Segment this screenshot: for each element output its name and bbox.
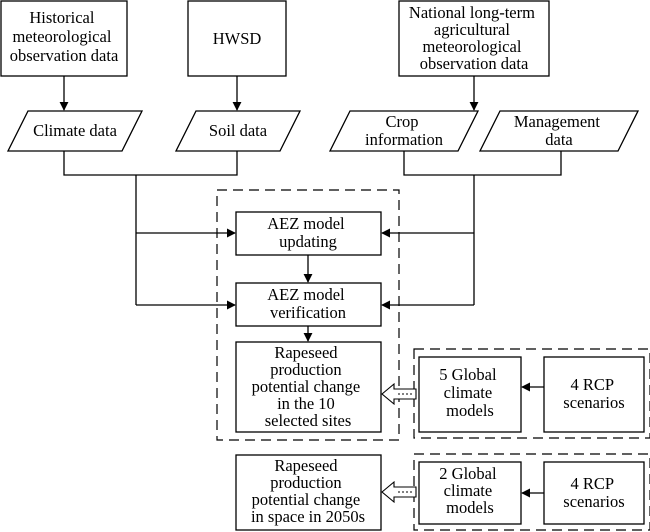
node-hwsd: HWSD (187, 0, 287, 77)
node-gcm-5: 5 Global climate models (418, 356, 522, 433)
node-rapeseed-sites: Rapeseed production potential change in … (235, 341, 382, 433)
svg-text:4 RCP scenarios: 4 RCP scenarios (563, 474, 624, 511)
svg-text:AEZ model verification: AEZ model verification (267, 285, 349, 322)
svg-text:Management data: Management data (514, 112, 604, 149)
connector-left-merge (63, 151, 238, 176)
node-rapeseed-space: Rapeseed production potential change in … (235, 454, 382, 531)
svg-text:5 Global climate m: 5 Global climate models (439, 365, 500, 420)
node-aez-verification: AEZ model verification (235, 282, 382, 327)
node-rcp-b: 4 RCP scenarios (543, 461, 645, 525)
node-management-data: Management data (478, 110, 640, 152)
svg-text:Climate data: Climate data (33, 121, 118, 140)
aez-group-frame (216, 189, 400, 441)
svg-text:Rapeseed production: Rapeseed production potential change in … (251, 456, 365, 526)
hollow-arrow-gcm2-space (381, 480, 417, 504)
svg-text:AEZ model updating: AEZ model updating (267, 214, 349, 251)
node-rcp-a: 4 RCP scenarios (543, 356, 645, 433)
node-climate-data: Climate data (6, 110, 144, 152)
svg-text:Rapeseed production: Rapeseed production potential change in … (252, 343, 365, 430)
projection-group-frame-1 (413, 348, 650, 439)
connector-right-merge (403, 151, 562, 176)
svg-text:Historical meteorologica: Historical meteorological observation da… (10, 8, 119, 65)
svg-text:2 Global climate m: 2 Global climate models (439, 464, 500, 517)
node-crop-information: Crop information (328, 110, 480, 152)
hollow-arrow-gcm5-sites (381, 382, 417, 406)
svg-text:HWSD: HWSD (213, 29, 262, 48)
svg-text:Crop information: Crop information (365, 112, 443, 149)
node-historical: Historical meteorological observation da… (0, 0, 128, 77)
svg-text:Soil data: Soil data (209, 121, 268, 140)
node-gcm-2: 2 Global climate models (418, 461, 522, 525)
node-national: National long-term agricultural meteorol… (398, 0, 550, 77)
svg-text:National long-term agric: National long-term agricultural meteorol… (409, 3, 539, 73)
svg-text:4 RCP scenarios: 4 RCP scenarios (563, 375, 624, 412)
node-soil-data: Soil data (174, 110, 302, 152)
node-aez-updating: AEZ model updating (235, 211, 382, 256)
